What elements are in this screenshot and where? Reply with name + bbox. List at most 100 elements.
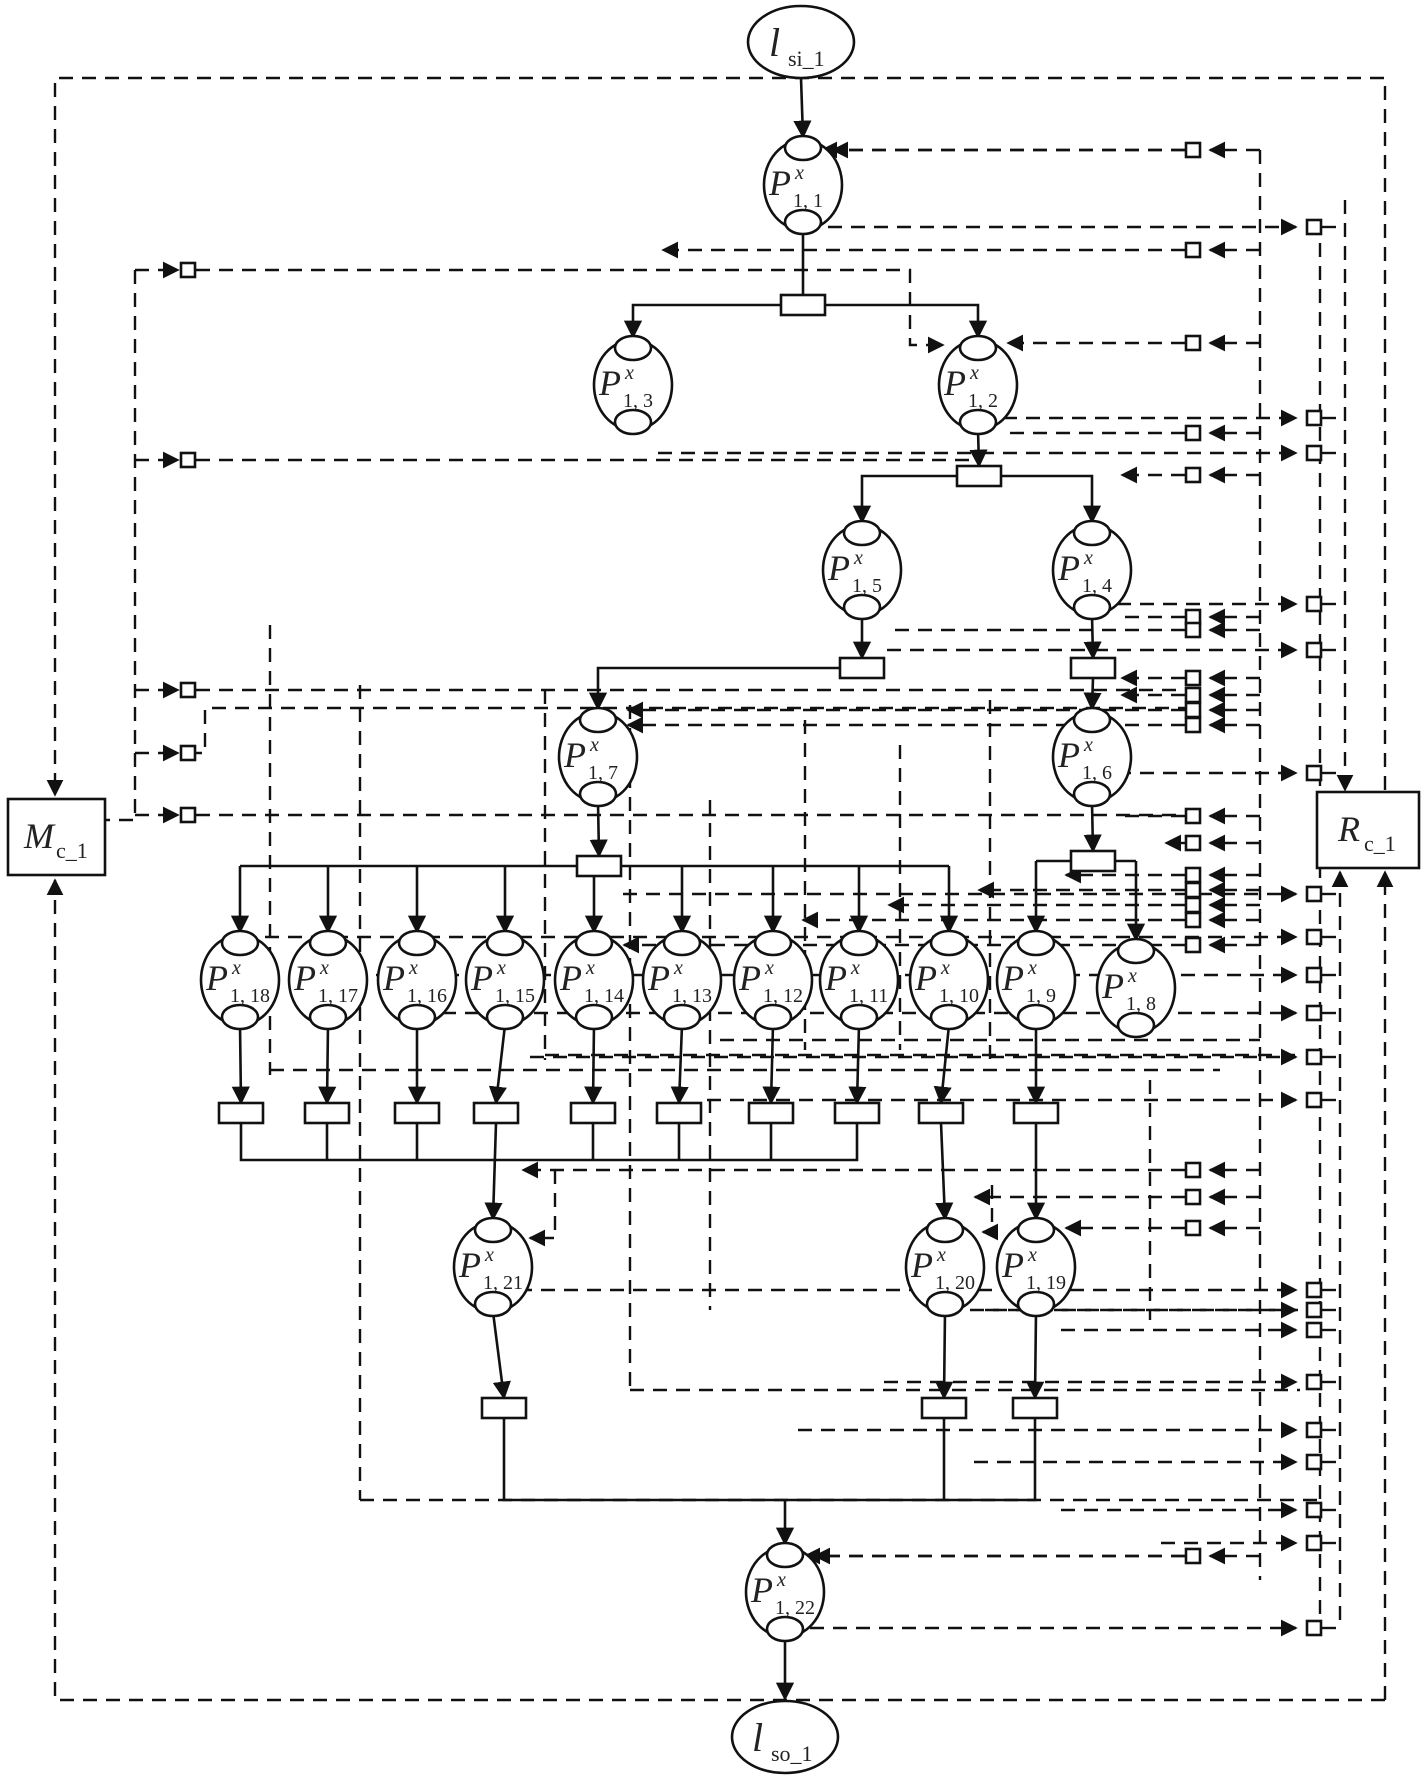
place-output-port [662, 1003, 702, 1031]
recovery-box-r1 [1184, 141, 1202, 159]
transition-t20[interactable] [920, 1396, 968, 1420]
status-box-o5 [1305, 641, 1323, 659]
transition-t3[interactable] [838, 656, 886, 680]
arc-t3-p7 [588, 666, 840, 711]
place-label-sub: 1, 18 [230, 985, 270, 1007]
place-output-port [783, 208, 823, 236]
transition-t14[interactable] [569, 1101, 617, 1125]
link-to-p21 [528, 1170, 557, 1247]
transition-t18[interactable] [217, 1101, 265, 1125]
recovery-controller-R[interactable]: R c_1 [1315, 790, 1421, 870]
status-box-o10 [1305, 1004, 1323, 1022]
monitor-label-main: M [23, 816, 56, 856]
arc-p18-t18 [231, 1024, 250, 1105]
place-input-port [839, 929, 879, 957]
status-box-o4 [1305, 595, 1323, 613]
place-label-sub: 1, 14 [584, 985, 624, 1007]
place-label-sup: x [1083, 734, 1093, 756]
transition-t9[interactable] [1012, 1101, 1060, 1125]
place-output-port [753, 1003, 793, 1031]
place-label-main: P [943, 363, 966, 403]
status-box-o21 [1305, 1619, 1323, 1637]
outer-loop-bottom [46, 878, 1385, 1702]
place-label-sup: x [589, 734, 599, 756]
place-label-sub: 1, 15 [495, 985, 535, 1007]
transition-t4[interactable] [1069, 656, 1117, 680]
place-label-sub: 1, 10 [939, 985, 979, 1007]
place-label-sup: x [319, 957, 329, 979]
transition-t12[interactable] [747, 1101, 795, 1125]
place-label-sub: 1, 7 [588, 762, 618, 784]
transition-t10[interactable] [917, 1101, 965, 1125]
recovery-box-r13 [1184, 834, 1202, 852]
arc-final-bus [502, 1418, 1037, 1502]
place-label-sub: 1, 9 [1026, 985, 1056, 1007]
link-to-p2 [196, 268, 945, 354]
status-box-o16 [1305, 1373, 1323, 1391]
status-box-o12 [1305, 1091, 1323, 1109]
transition-t16[interactable] [393, 1101, 441, 1125]
place-label-sub: 1, 20 [935, 1272, 975, 1294]
place-input-port [574, 929, 614, 957]
place-input-port [783, 134, 823, 162]
transition-t15[interactable] [472, 1101, 520, 1125]
arc-lsi1-p1 [793, 77, 812, 139]
recovery-box-r8 [1184, 669, 1202, 687]
monitor-controller-M[interactable]: M c_1 [6, 797, 107, 877]
source-label-sub: si_1 [788, 46, 825, 71]
place-label-sup: x [1083, 547, 1093, 569]
transition-t17[interactable] [303, 1101, 351, 1125]
place-label-sup: x [1127, 965, 1137, 987]
place-label-sub: 1, 22 [775, 1597, 815, 1619]
place-input-port [397, 929, 437, 957]
place-label-sup: x [1027, 1244, 1037, 1266]
transition-t2[interactable] [955, 464, 1003, 488]
transition-t5[interactable] [575, 854, 623, 878]
arc-p21-t21 [491, 1311, 511, 1400]
recovery-box-r15 [1184, 881, 1202, 899]
transition-t1[interactable] [779, 293, 827, 317]
transition-t21[interactable] [480, 1396, 528, 1420]
place-output-port [485, 1003, 525, 1031]
place-label-sub: 1, 6 [1082, 762, 1112, 784]
place-output-port [839, 1003, 879, 1031]
monitor-box-m5 [179, 806, 197, 824]
transition-t13[interactable] [655, 1101, 703, 1125]
transition-t6[interactable] [1069, 849, 1117, 873]
place-label-sup: x [853, 547, 863, 569]
arc-p19-t19 [1026, 1311, 1045, 1400]
place-label-main: P [563, 735, 586, 775]
recovery-box-r22 [1184, 1547, 1202, 1565]
recovery-box-r16 [1184, 896, 1202, 914]
recovery-label-sub: c_1 [1364, 831, 1396, 856]
recovery-box-r20 [1184, 1188, 1202, 1206]
transition-t19[interactable] [1011, 1396, 1059, 1420]
sink-place-lso1[interactable]: l so_1 [730, 1699, 840, 1775]
source-place-lsi1[interactable]: l si_1 [746, 4, 856, 80]
transition-t11[interactable] [833, 1101, 881, 1125]
